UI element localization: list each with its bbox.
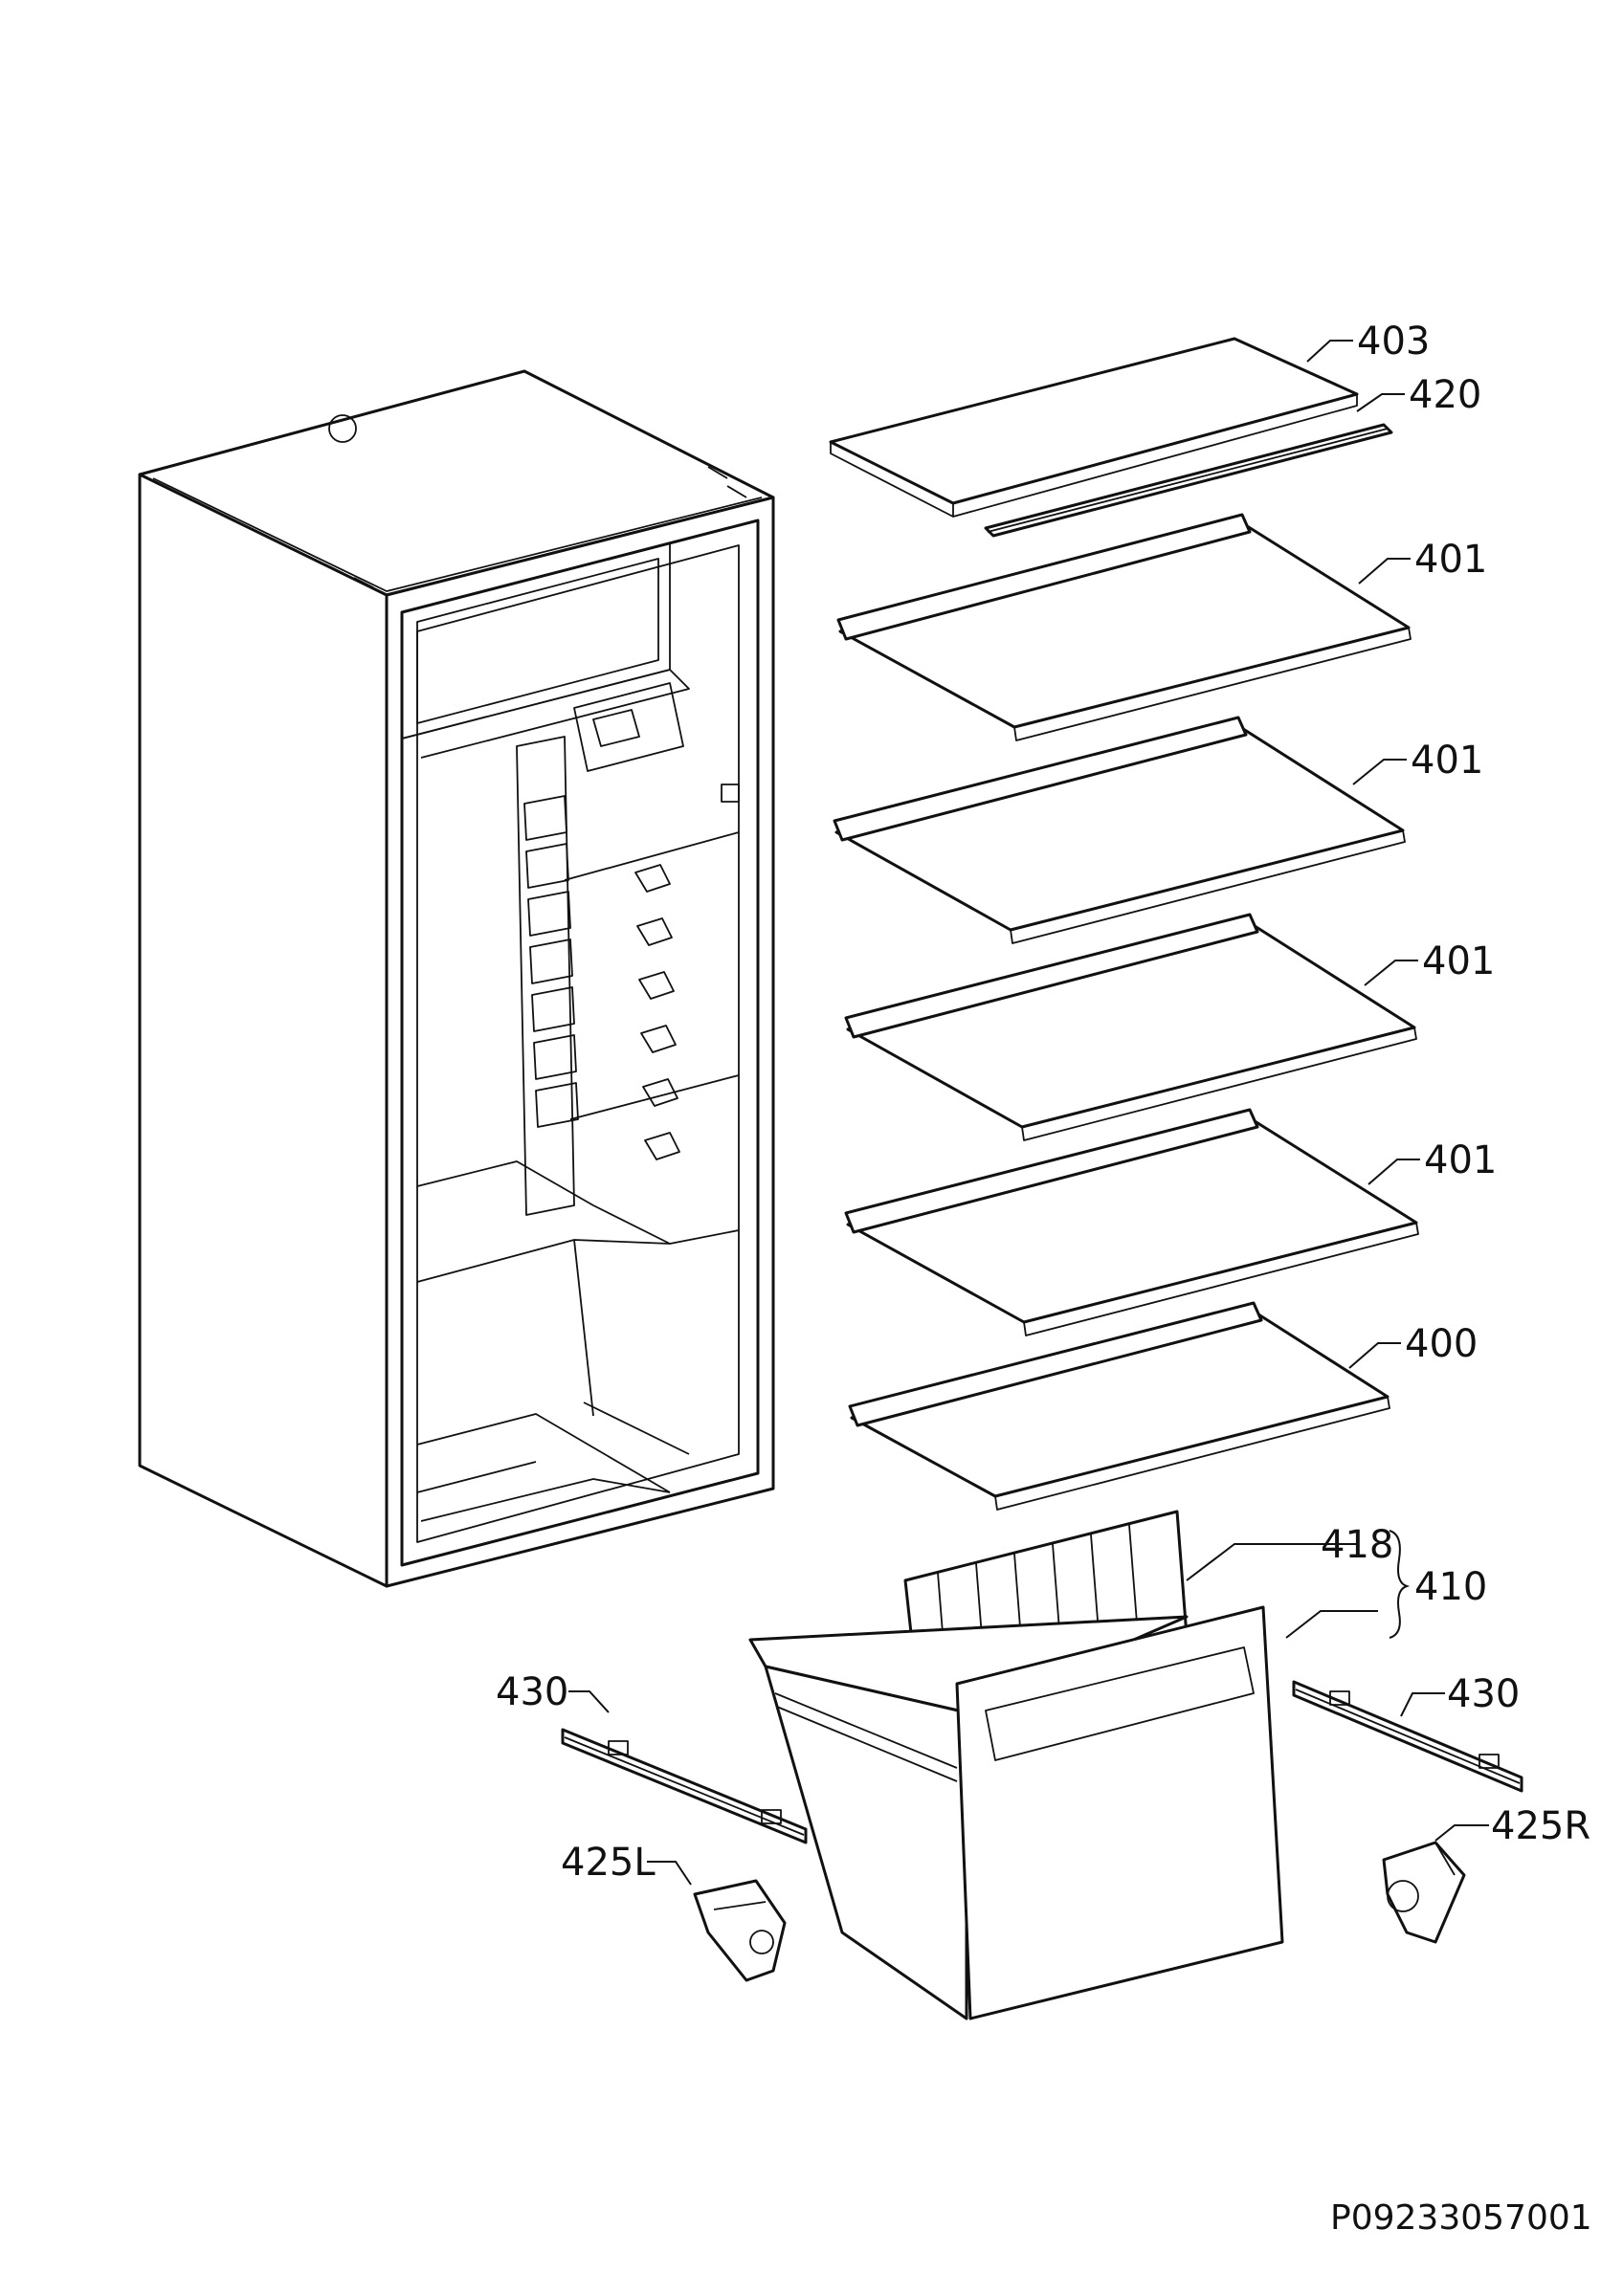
shelf-clips-right bbox=[634, 864, 680, 1160]
callout-401-a: 401 bbox=[1414, 538, 1487, 582]
refrigerator-cabinet bbox=[138, 369, 775, 1588]
drawer-rail-430-right bbox=[1292, 1680, 1523, 1793]
callout-418: 418 bbox=[1321, 1523, 1393, 1567]
callout-401-c: 401 bbox=[1422, 939, 1495, 983]
callout-403: 403 bbox=[1357, 320, 1430, 364]
crisper-drawer-410 bbox=[748, 1510, 1284, 2020]
callout-401-d: 401 bbox=[1424, 1138, 1497, 1182]
callout-425L: 425L bbox=[561, 1841, 656, 1885]
bracket-425R bbox=[1382, 1841, 1466, 1944]
callout-410: 410 bbox=[1414, 1565, 1487, 1609]
callout-400: 400 bbox=[1405, 1322, 1478, 1366]
shelf-support-ribs bbox=[523, 795, 579, 1128]
drawing-code: P09233057001 bbox=[1330, 2198, 1592, 2238]
callout-420: 420 bbox=[1409, 373, 1481, 417]
shelf-401-a bbox=[836, 513, 1412, 741]
glass-cover-403 bbox=[829, 337, 1359, 518]
shelf-401-b bbox=[833, 716, 1406, 944]
callout-401-b: 401 bbox=[1411, 739, 1483, 783]
callout-430-right: 430 bbox=[1447, 1672, 1520, 1716]
leader-lines bbox=[568, 340, 1489, 1886]
callout-425R: 425R bbox=[1491, 1804, 1590, 1848]
trim-strip-420 bbox=[984, 423, 1393, 538]
drawer-rail-430-left bbox=[561, 1728, 808, 1844]
shelf-401-c bbox=[844, 913, 1417, 1141]
shelf-401-d bbox=[844, 1108, 1419, 1336]
shelf-400 bbox=[848, 1301, 1390, 1511]
callout-430-left: 430 bbox=[496, 1670, 568, 1714]
bracket-425L bbox=[693, 1879, 787, 1982]
